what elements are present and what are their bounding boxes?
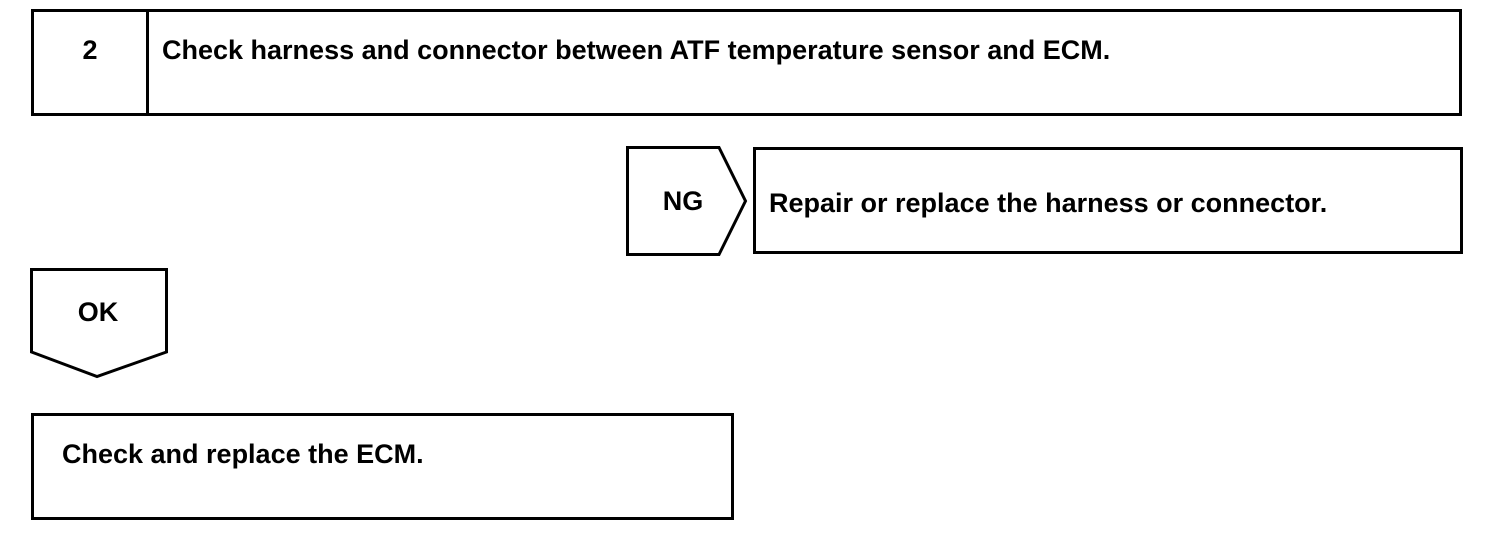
- ok-result-box: Check and replace the ECM.: [31, 413, 734, 520]
- ng-arrow-shape: [626, 146, 748, 256]
- step-divider: [146, 12, 149, 113]
- step-title: Check harness and connector between ATF …: [162, 35, 1111, 65]
- ng-result-box: Repair or replace the harness or connect…: [753, 147, 1463, 254]
- ok-result-text: Check and replace the ECM.: [62, 439, 424, 469]
- ok-label: OK: [77, 297, 119, 327]
- ng-result-text: Repair or replace the harness or connect…: [769, 188, 1328, 218]
- ok-arrow-shape: [30, 268, 168, 379]
- step-number: 2: [82, 35, 98, 65]
- ng-label: NG: [662, 186, 704, 216]
- step-box: 2 Check harness and connector between AT…: [31, 9, 1462, 116]
